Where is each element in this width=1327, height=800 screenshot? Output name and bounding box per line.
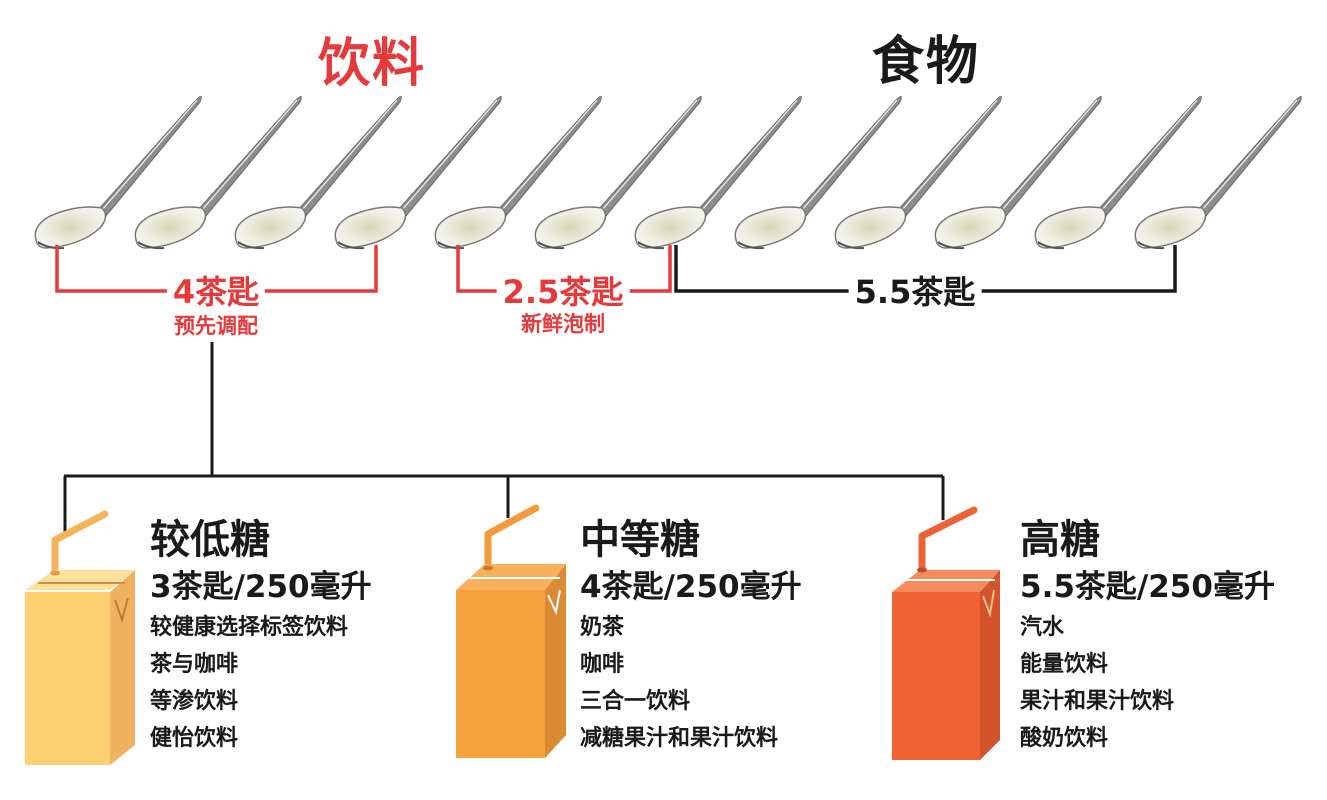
group-ratio: 4茶匙/250毫升 [580, 569, 802, 605]
list-item: 等渗饮料 [150, 689, 239, 714]
list-item: 减糖果汁和果汁饮料 [580, 726, 779, 751]
list-item: 奶茶 [580, 615, 625, 640]
group-ratio: 5.5茶匙/250毫升 [1020, 569, 1275, 605]
group-title: 中等糖 [580, 517, 700, 563]
list-item: 健怡饮料 [150, 726, 239, 751]
food-header: 食物 [872, 32, 981, 92]
list-item: 汽水 [1020, 615, 1065, 640]
group-items: 较健康选择标签饮料 茶与咖啡 等渗饮料 健怡饮料 [150, 609, 372, 757]
group-high-sugar: 高糖 5.5茶匙/250毫升 汽水 能量饮料 果汁和果汁饮料 酸奶饮料 [1020, 520, 1275, 757]
list-item: 咖啡 [580, 652, 625, 677]
bracket-note-premixed: 预先调配 [174, 314, 258, 338]
group-title: 高糖 [1020, 517, 1100, 563]
spoon-row [34, 95, 1303, 250]
list-item: 茶与咖啡 [150, 652, 239, 677]
carton-mid [456, 504, 566, 758]
group-ratio: 3茶匙/250毫升 [150, 569, 372, 605]
group-items: 汽水 能量饮料 果汁和果汁饮料 酸奶饮料 [1020, 609, 1275, 757]
list-item: 能量饮料 [1020, 652, 1109, 677]
drinks-header: 饮料 [318, 34, 427, 94]
group-items: 奶茶 咖啡 三合一饮料 减糖果汁和果汁饮料 [580, 609, 802, 757]
bracket-amount-fresh: 2.5茶匙 [496, 276, 630, 308]
list-item: 酸奶饮料 [1020, 726, 1109, 751]
list-item: 三合一饮料 [580, 689, 691, 714]
list-item: 果汁和果汁饮料 [1020, 689, 1175, 714]
list-item: 较健康选择标签饮料 [150, 615, 349, 640]
carton-high [892, 506, 1000, 760]
group-title: 较低糖 [150, 517, 270, 563]
bracket-amount-premixed: 4茶匙 [166, 276, 266, 308]
group-medium-sugar: 中等糖 4茶匙/250毫升 奶茶 咖啡 三合一饮料 减糖果汁和果汁饮料 [580, 520, 802, 757]
bracket-amount-food: 5.5茶匙 [848, 276, 982, 308]
carton-low [25, 510, 135, 765]
group-low-sugar: 较低糖 3茶匙/250毫升 较健康选择标签饮料 茶与咖啡 等渗饮料 健怡饮料 [150, 520, 372, 757]
bracket-note-fresh: 新鲜泡制 [521, 312, 605, 336]
